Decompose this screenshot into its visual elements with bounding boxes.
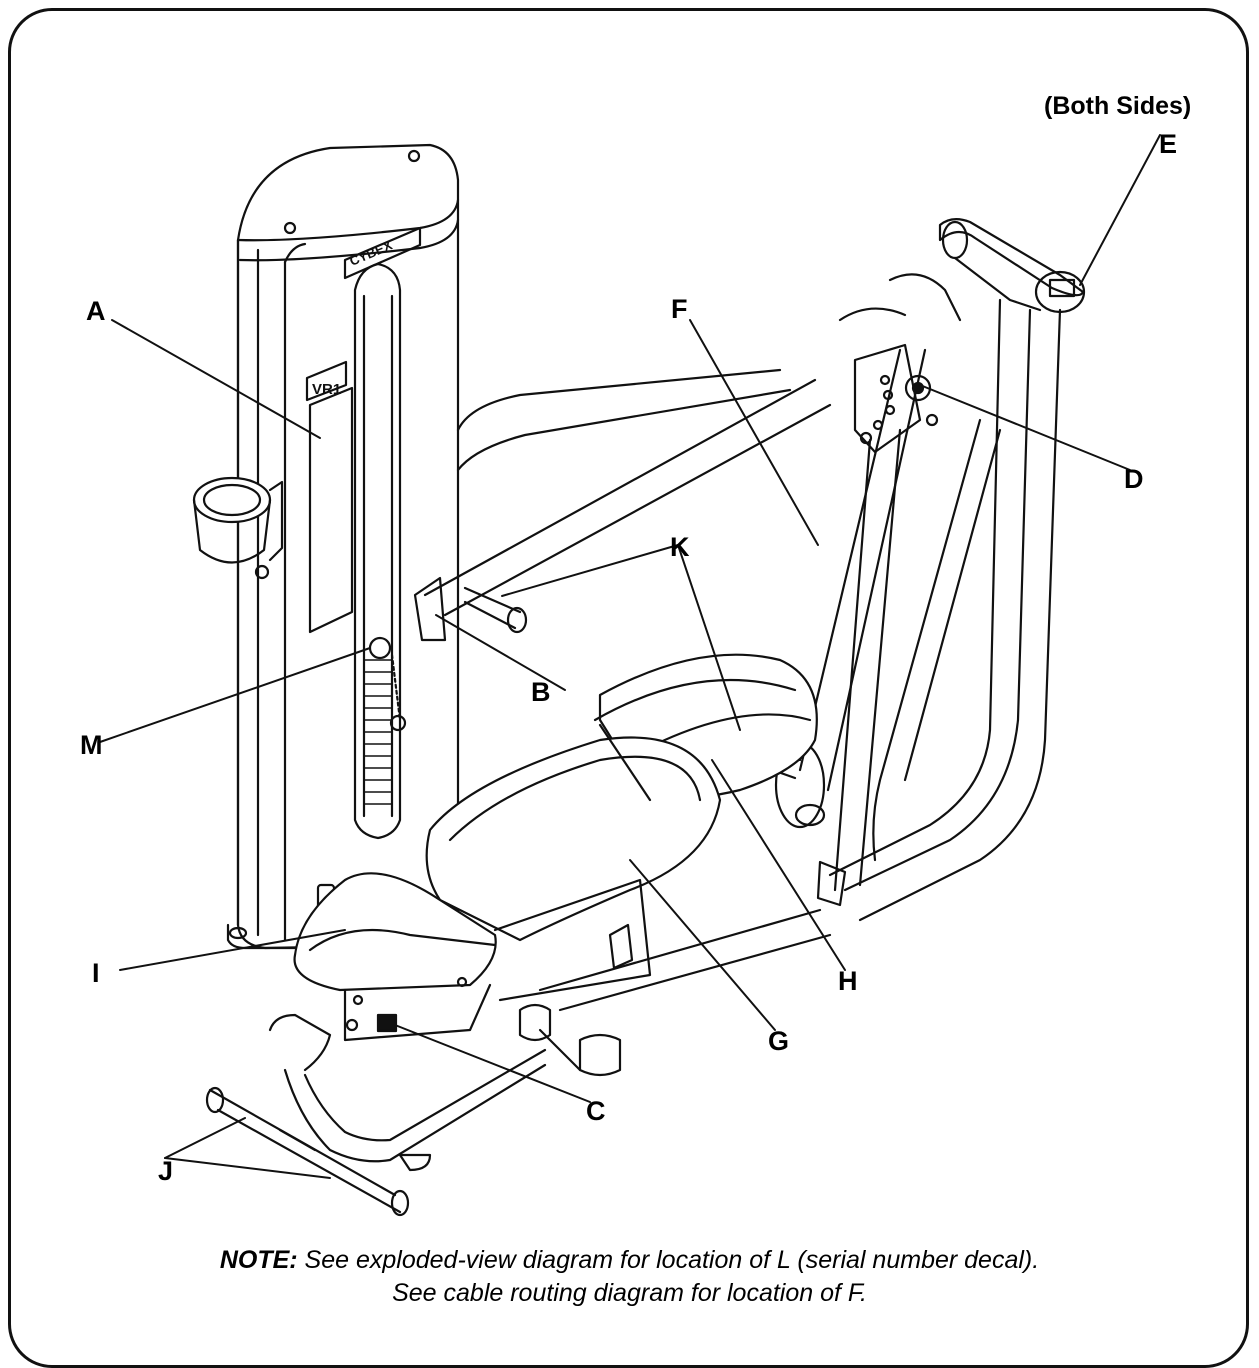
note-text-1: See exploded-view diagram for location o… — [297, 1246, 1040, 1274]
foot-bar — [205, 1013, 547, 1217]
brand-cap — [1048, 278, 1076, 298]
label-F: F — [671, 294, 688, 324]
label-C: C — [586, 1096, 606, 1126]
footnote: NOTE: See exploded-view diagram for loca… — [0, 1244, 1259, 1310]
weight-stack-tower: CYBEX VR1 — [192, 143, 460, 950]
left-handle — [413, 576, 528, 642]
top-crossbar — [423, 368, 832, 617]
label-J: J — [158, 1156, 174, 1186]
label-K: K — [670, 532, 690, 562]
label-H: H — [838, 966, 858, 996]
seat-base — [293, 872, 832, 1077]
model-text: VR1 — [312, 381, 341, 398]
machine-illustration: CYBEX VR1 — [99, 134, 1161, 1217]
label-E: E — [1159, 129, 1178, 159]
seat-adjust-knob — [376, 1013, 398, 1033]
pivot-plate — [853, 343, 922, 454]
storage-cup — [192, 476, 284, 580]
instruction-placard — [308, 386, 354, 634]
weight-plates — [363, 659, 393, 805]
brand-decal — [343, 226, 422, 280]
label-D: D — [1124, 464, 1144, 494]
label-G: G — [768, 1026, 790, 1056]
note-text-2: See cable routing diagram for location o… — [392, 1279, 867, 1307]
note-prefix: NOTE: — [219, 1246, 298, 1274]
right-frame — [774, 218, 1086, 922]
label-A: A — [86, 296, 106, 326]
label-B: B — [531, 677, 551, 707]
footnote-line-1: NOTE: See exploded-view diagram for loca… — [0, 1244, 1259, 1277]
leader-lines — [99, 134, 1161, 1179]
label-I: I — [92, 958, 100, 988]
model-decal — [305, 360, 348, 402]
handle-decal — [413, 576, 447, 642]
both-sides-note: (Both Sides) — [1044, 92, 1192, 120]
seat-pad — [425, 723, 722, 942]
label-M: M — [80, 730, 103, 760]
